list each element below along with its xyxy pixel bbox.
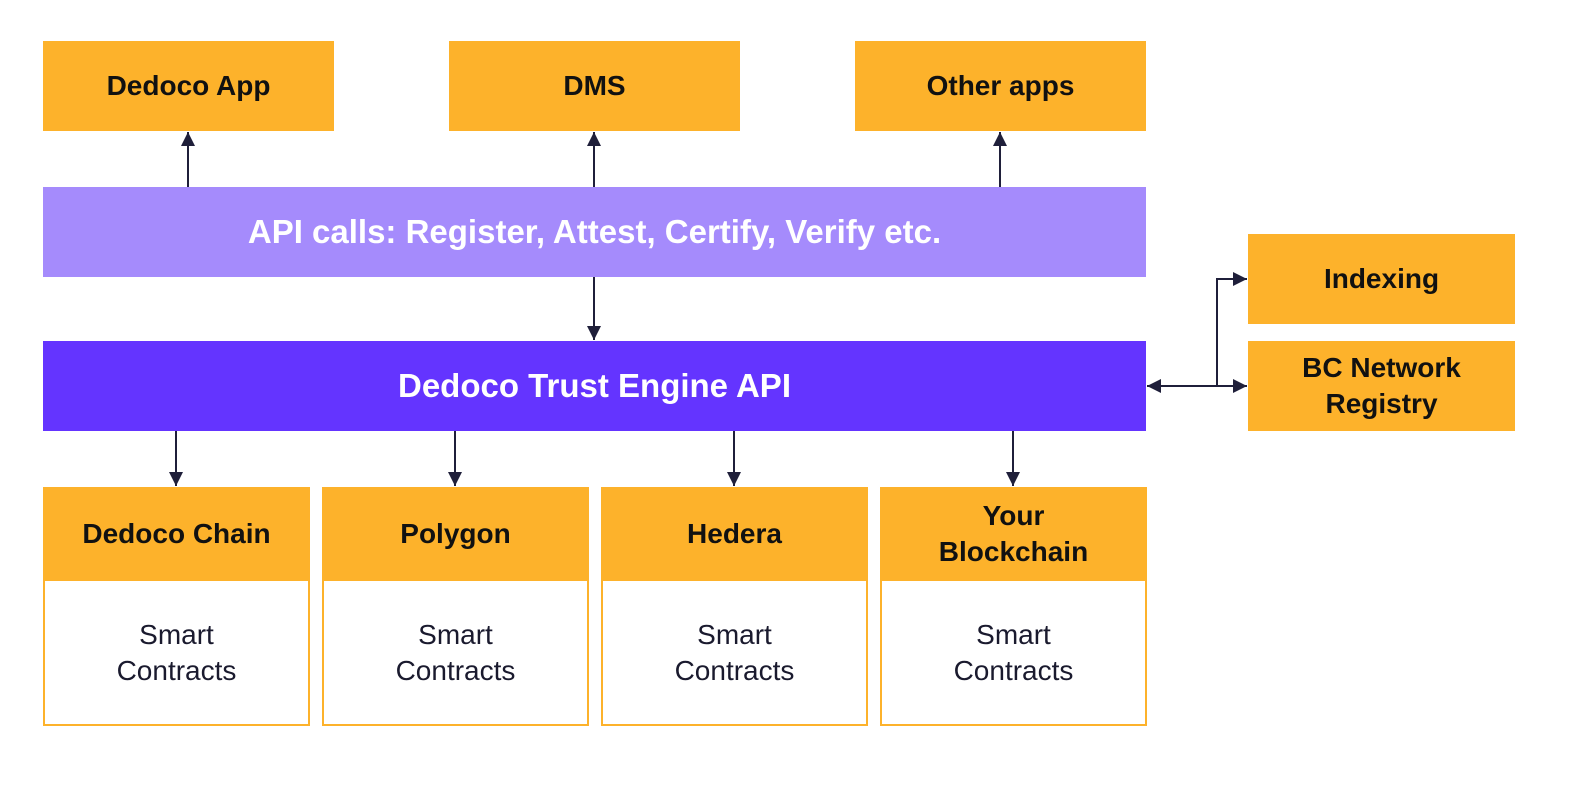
smart-contracts-label: Smart Contracts	[953, 618, 1074, 686]
smart-contracts-label: Smart Contracts	[116, 618, 237, 686]
other-apps-box: Other apps	[855, 41, 1146, 131]
trust-engine-bar: Dedoco Trust Engine API	[43, 341, 1146, 431]
chain-name: Your Blockchain	[880, 487, 1147, 581]
smart-contracts-label: Smart Contracts	[395, 618, 516, 686]
chain-box-hedera: Hedera Smart Contracts	[601, 487, 868, 726]
chain-name: Hedera	[601, 487, 868, 581]
dedoco-app-label: Dedoco App	[106, 70, 271, 102]
chain-box-dedoco-chain: Dedoco Chain Smart Contracts	[43, 487, 310, 726]
bc-network-registry-box: BC Network Registry	[1248, 341, 1515, 431]
api-calls-label: API calls: Register, Attest, Certify, Ve…	[247, 213, 942, 250]
arrow-to-indexing	[1216, 272, 1247, 386]
indexing-box: Indexing	[1248, 234, 1515, 324]
other-apps-label: Other apps	[926, 70, 1075, 102]
bc-network-registry-label: BC Network Registry	[1302, 352, 1461, 419]
chain-box-polygon: Polygon Smart Contracts	[322, 487, 589, 726]
smart-contracts-label: Smart Contracts	[674, 618, 795, 686]
chain-name: Dedoco Chain	[43, 487, 310, 581]
dms-box: DMS	[449, 41, 740, 131]
trust-engine-label: Dedoco Trust Engine API	[398, 367, 791, 404]
dms-label: DMS	[563, 70, 626, 102]
indexing-label: Indexing	[1323, 263, 1440, 295]
dedoco-app-box: Dedoco App	[43, 41, 334, 131]
api-calls-bar: API calls: Register, Attest, Certify, Ve…	[43, 187, 1146, 277]
chain-name: Polygon	[322, 487, 589, 581]
chain-box-your-blockchain: Your Blockchain Smart Contracts	[880, 487, 1147, 726]
